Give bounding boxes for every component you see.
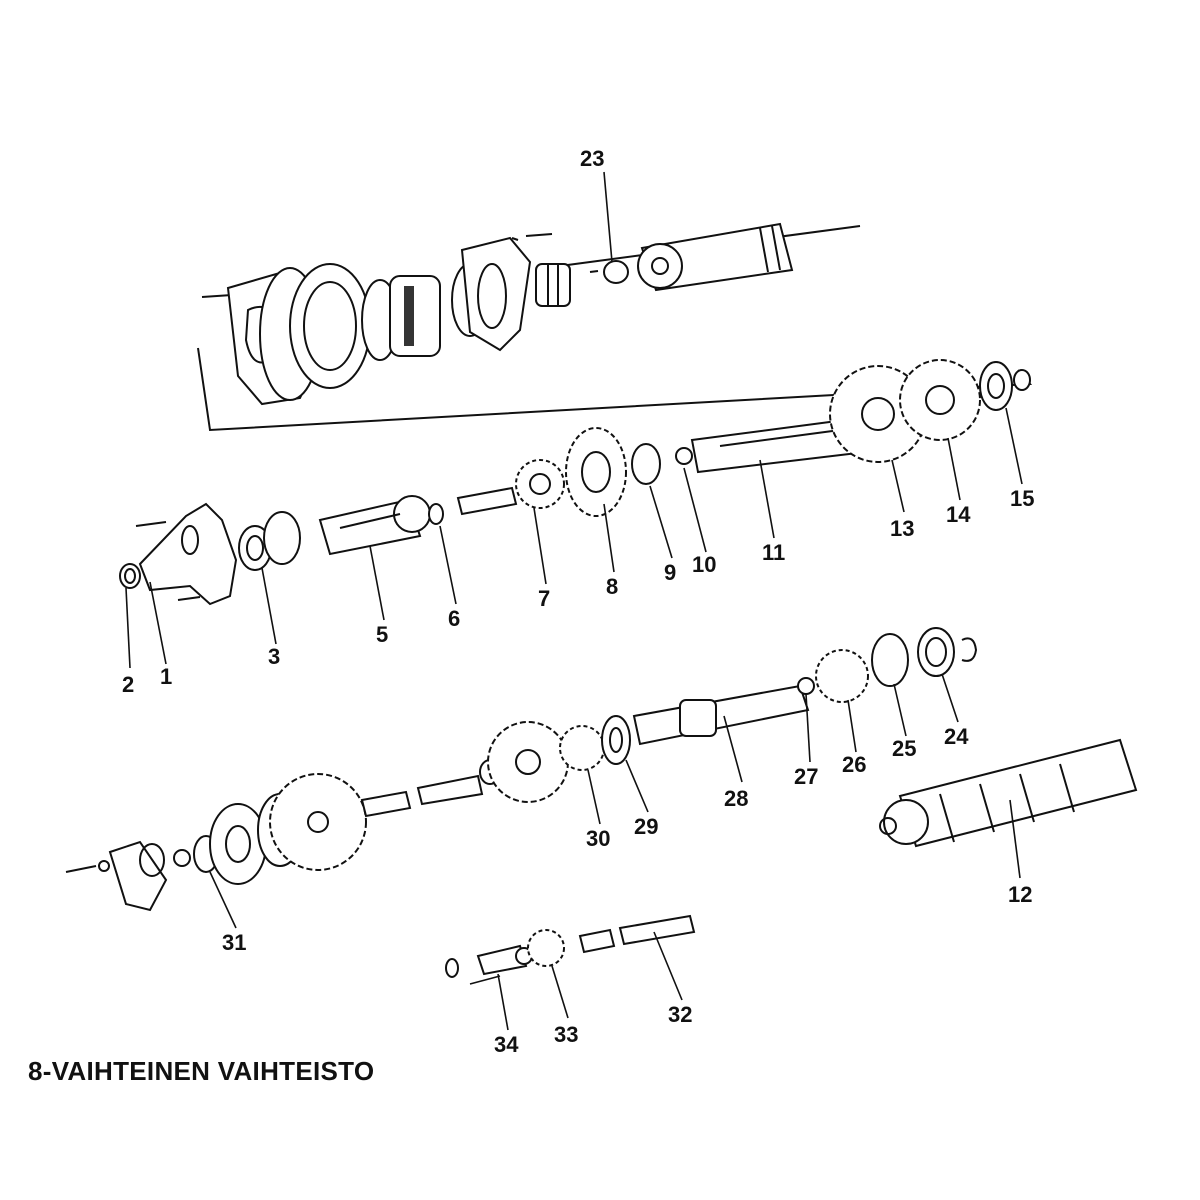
end-cover: [108, 840, 168, 912]
gear-7: [515, 459, 565, 509]
top-assembly: [197, 222, 1033, 432]
label-part-8: 8: [606, 574, 618, 599]
label-part-32: 32: [668, 1002, 692, 1027]
bushing-23: [603, 260, 629, 284]
label-part-15: 15: [1010, 486, 1034, 511]
gear-30: [559, 725, 605, 771]
splined-shaft-12: [898, 738, 1138, 848]
label-part-31: 31: [222, 930, 246, 955]
bearing-9: [631, 443, 661, 485]
label-part-26: 26: [842, 752, 866, 777]
label-part-5: 5: [376, 622, 388, 647]
bearing-29: [601, 715, 631, 765]
label-part-2: 2: [122, 672, 134, 697]
label-part-29: 29: [634, 814, 658, 839]
gear-26: [815, 649, 869, 703]
seal-2: [119, 563, 141, 589]
gear-8: [565, 427, 627, 517]
label-part-24: 24: [944, 724, 969, 749]
label-part-33: 33: [554, 1022, 578, 1047]
needle-bearing-34: [476, 944, 528, 976]
snap-ring-6: [428, 503, 444, 525]
label-part-25: 25: [892, 736, 916, 761]
label-part-7: 7: [538, 586, 550, 611]
bearing-24: [917, 627, 955, 677]
mainshaft-28: [632, 684, 810, 746]
label-part-11: 11: [762, 540, 785, 565]
part-number-labels: 23 2 1 3 5 6 7 8 9 10 11 13 14 15 24 25 …: [122, 146, 1034, 1057]
label-part-13: 13: [890, 516, 914, 541]
label-part-27: 27: [794, 764, 818, 789]
bushing-10: [675, 447, 693, 465]
label-part-10: 10: [692, 552, 716, 577]
lower-shaft-assembly: [65, 627, 1138, 912]
main-shaft-assembly: [119, 359, 1031, 606]
diagram-caption: 8-VAIHTEINEN VAIHTEISTO: [28, 1056, 375, 1086]
label-part-34: 34: [494, 1032, 519, 1057]
gear-14: [899, 359, 981, 441]
label-part-30: 30: [586, 826, 610, 851]
label-part-3: 3: [268, 644, 280, 669]
washer-27: [797, 677, 815, 695]
bearing-25: [871, 633, 909, 687]
label-part-14: 14: [946, 502, 971, 527]
large-gear: [269, 773, 367, 871]
label-part-12: 12: [1008, 882, 1032, 907]
label-part-1: 1: [160, 664, 172, 689]
label-part-6: 6: [448, 606, 460, 631]
leader-lines: [125, 171, 1023, 1031]
idler-gear-33: [527, 929, 565, 967]
pto-cover: [460, 236, 532, 352]
label-part-28: 28: [724, 786, 748, 811]
label-part-9: 9: [664, 560, 676, 585]
idler-shaft-32: [618, 914, 696, 946]
bearing-15: [979, 361, 1013, 411]
label-part-23: 23: [580, 146, 604, 171]
reverse-idler-assembly: [445, 914, 696, 978]
